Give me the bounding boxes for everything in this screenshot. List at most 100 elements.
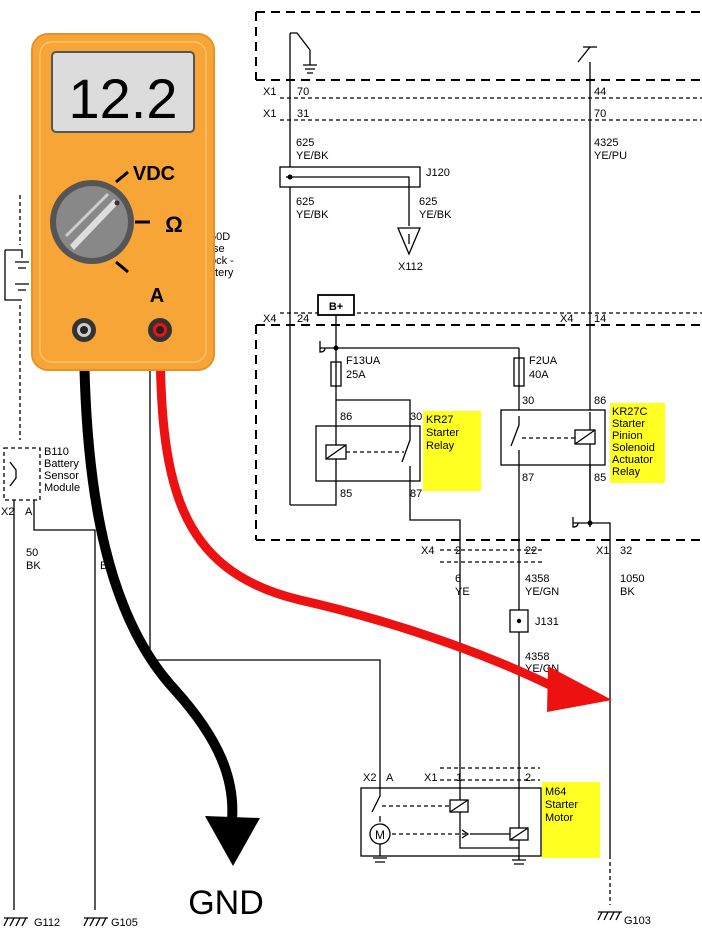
kr27-pin-86: 86 [340, 411, 352, 423]
pin-22-label: 22 [525, 545, 537, 557]
b110-label-line1: B110 [44, 446, 69, 458]
wire-6-color: YE [455, 586, 470, 598]
wire-625-c-number: 625 [419, 196, 437, 208]
pin-31-label: 31 [297, 108, 309, 120]
j120-label: J120 [426, 167, 450, 179]
b110-label-line2: Battery [44, 458, 79, 470]
fuse-block-outline [255, 324, 702, 541]
wire-625-b-number: 625 [296, 196, 314, 208]
x1-label-m64: X1 [424, 772, 437, 784]
ground-g112-symbol [3, 917, 28, 927]
x2-label-b110: X2 [1, 506, 14, 518]
wire-1050 [572, 517, 611, 905]
kr27c-label-line3: Pinion [612, 430, 643, 442]
fuse-f13ua-rating: 25A [346, 369, 366, 381]
pin-44-label: 44 [594, 86, 606, 98]
black-probe-arrowhead [205, 816, 260, 866]
pin-14-label: 14 [594, 313, 606, 325]
pin-2-label: 2 [455, 545, 461, 557]
top-ground-switch [289, 32, 317, 505]
kr27c-pinion-relay [500, 409, 606, 800]
pin-24-label: 24 [297, 313, 309, 325]
x4-label-bottom: X4 [421, 545, 434, 557]
partial-fuse-line4: ttery [212, 267, 234, 279]
ground-g105-symbol [83, 917, 108, 927]
multimeter-display: 12.2 [69, 67, 178, 130]
m64-label-line3: Motor [545, 812, 573, 824]
j120-splice [279, 166, 421, 226]
kr27c-label-line2: Starter [612, 418, 645, 430]
pin-a-m64: A [386, 772, 394, 784]
x112-connector [397, 227, 421, 256]
fuse-f13ua-label: F13UA [346, 355, 381, 367]
bplus-terminal [317, 294, 355, 348]
kr27c-pin-87: 87 [522, 472, 534, 484]
multimeter-ohm-label: Ω [165, 212, 183, 237]
wire-4358-b-number: 4358 [525, 651, 549, 663]
wire-625-c-color: YE/BK [419, 209, 452, 221]
multimeter-vdc-label: VDC [133, 163, 175, 185]
kr27c-label-highlight [610, 403, 665, 483]
pin-a-b110: A [25, 506, 33, 518]
motor-symbol: M [375, 828, 385, 842]
wire-6-number: 6 [455, 573, 461, 585]
kr27c-pin-85: 85 [594, 472, 606, 484]
x4-label-right: X4 [560, 313, 573, 325]
x1-label-top-b: X1 [263, 108, 276, 120]
pin-32-label: 32 [620, 545, 632, 557]
ground-g105-label: G105 [111, 917, 138, 927]
ground-g112-label: G112 [34, 917, 60, 927]
x2-label-m64: X2 [363, 772, 376, 784]
wire-50-number: 50 [26, 547, 38, 559]
pin-2-m64: 2 [525, 772, 531, 784]
fuse-f2ua-rating: 40A [529, 369, 549, 381]
kr27-label-line1: KR27 [426, 414, 454, 426]
wire-625-a-number: 625 [296, 137, 314, 149]
x1-label-top-a: X1 [263, 86, 276, 98]
kr27-pin-85: 85 [340, 488, 352, 500]
wire-1050-color: BK [620, 586, 635, 598]
wire-1050-number: 1050 [620, 573, 644, 585]
wire-to-m64-x2 [149, 300, 381, 668]
wire-4358-a-color: YE/GN [525, 586, 559, 598]
wire-625-a-color: YE/BK [296, 150, 329, 162]
pin-1-m64: 1 [456, 772, 462, 784]
bplus-label: B+ [329, 301, 343, 313]
m64-starter-motor [360, 668, 542, 865]
partial-wire-b: B [100, 560, 107, 572]
kr27c-label-line1: KR27C [612, 406, 648, 418]
top-module-outline [255, 11, 702, 81]
battery-symbol [4, 195, 29, 440]
red-probe-lead [155, 325, 565, 695]
b110-label-line4: Module [44, 482, 80, 494]
kr27c-label-line6: Relay [612, 466, 641, 478]
fuse-f2ua-label: F2UA [529, 355, 558, 367]
kr27-label-line2: Starter [426, 427, 459, 439]
kr27-label-line3: Relay [426, 440, 455, 452]
m64-label-line2: Starter [545, 799, 578, 811]
gnd-label: GND [188, 884, 264, 922]
wire-4325-color: YE/PU [594, 150, 627, 162]
kr27c-label-line5: Actuator [612, 454, 653, 466]
kr27-starter-relay [290, 399, 461, 800]
b110-battery-sensor [3, 447, 96, 910]
m64-label-line1: M64 [545, 786, 566, 798]
kr27-pin-30: 30 [410, 411, 422, 423]
wire-50-color: BK [26, 560, 41, 572]
m64-label-highlight [542, 782, 600, 858]
kr27-pin-87: 87 [410, 488, 422, 500]
pin-70b-label: 70 [594, 108, 606, 120]
red-probe-arrowhead [547, 666, 612, 712]
wire-625-b-color: YE/BK [296, 209, 329, 221]
ground-g103-label: G103 [624, 915, 651, 927]
partial-fuse-line3: ock - [210, 255, 234, 267]
pin-70-label: 70 [297, 86, 309, 98]
kr27c-label-line4: Solenoid [612, 442, 655, 454]
b110-label-line3: Sensor [44, 470, 79, 482]
kr27c-pin-86: 86 [594, 395, 606, 407]
j131-label: J131 [535, 616, 559, 628]
x4-label-left: X4 [263, 313, 276, 325]
black-probe-lead [79, 325, 238, 825]
kr27-label-highlight [423, 411, 481, 491]
